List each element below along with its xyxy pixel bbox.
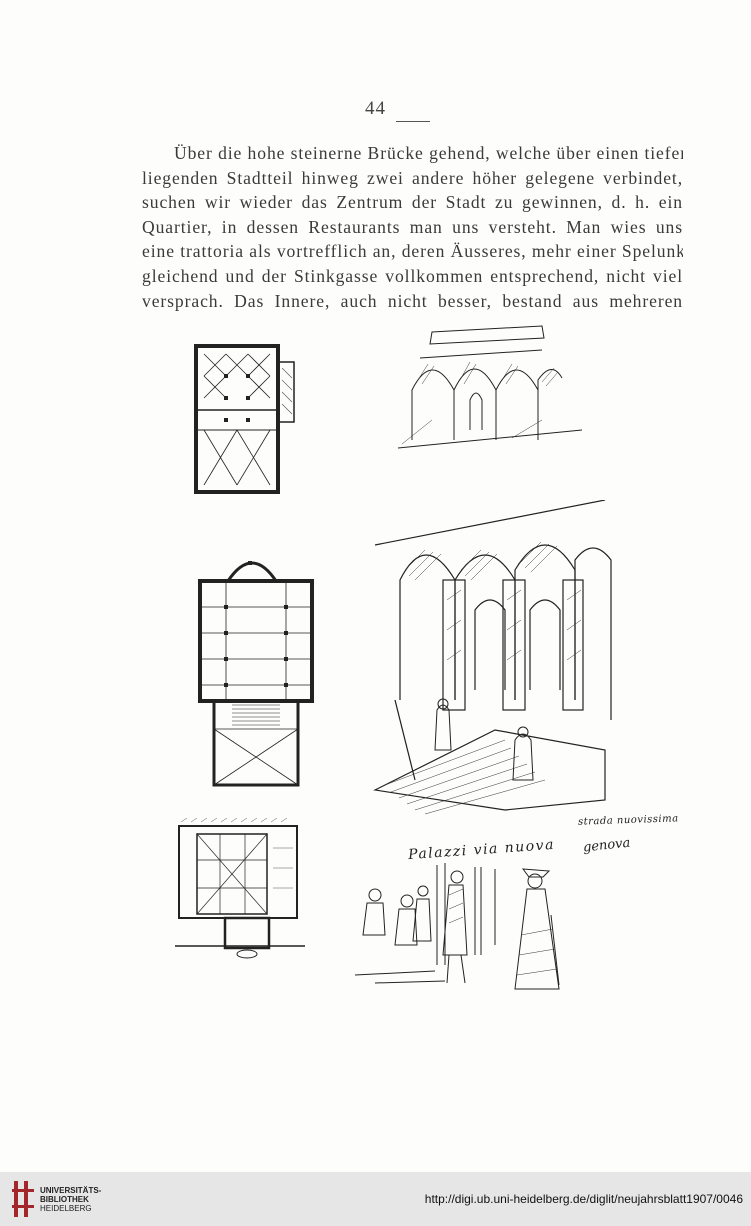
- source-url-link[interactable]: http://digi.ub.uni-heidelberg.de/diglit/…: [424, 1192, 743, 1206]
- floor-plan-1: [188, 340, 298, 500]
- library-name-line: BIBLIOTHEK: [40, 1195, 89, 1204]
- text-line: gleichend und der Stinkgasse vollkommen …: [142, 265, 683, 286]
- arcade-sketch: [392, 320, 592, 450]
- text-line: Über die hohe steinerne Brücke gehend, w…: [174, 143, 683, 163]
- text-line: Quartier, in dessen Restaurants man uns …: [142, 216, 683, 237]
- text-line: liegenden Stadtteil hinweg zwei andere h…: [142, 167, 683, 188]
- floor-plan-2: [192, 545, 322, 795]
- courtyard-staircase-sketch: [355, 500, 620, 825]
- library-name-line: UNIVERSITÄTS-: [40, 1186, 102, 1195]
- body-text: Über die hohe steinerne Brücke gehend, w…: [142, 141, 683, 313]
- caption-street-2: genova: [582, 835, 631, 856]
- text-line: versprach. Das Innere, auch nicht besser…: [142, 290, 683, 311]
- library-name: UNIVERSITÄTS- BIBLIOTHEK HEIDELBERG: [40, 1186, 101, 1213]
- text-line: suchen wir wieder das Zentrum der Stadt …: [142, 192, 683, 213]
- footer-bar: [0, 1172, 751, 1226]
- page-number-rule: [396, 121, 430, 122]
- caption-courtyard: strada nuovissima: [577, 813, 679, 828]
- text-line: eine trattoria als vortrefflich an, dere…: [142, 241, 683, 262]
- floor-plan-3: [175, 818, 305, 963]
- street-figures-sketch: [345, 855, 585, 1000]
- page-number: 44: [365, 98, 386, 119]
- library-logo-icon[interactable]: [10, 1179, 36, 1219]
- library-name-line: HEIDELBERG: [40, 1204, 92, 1213]
